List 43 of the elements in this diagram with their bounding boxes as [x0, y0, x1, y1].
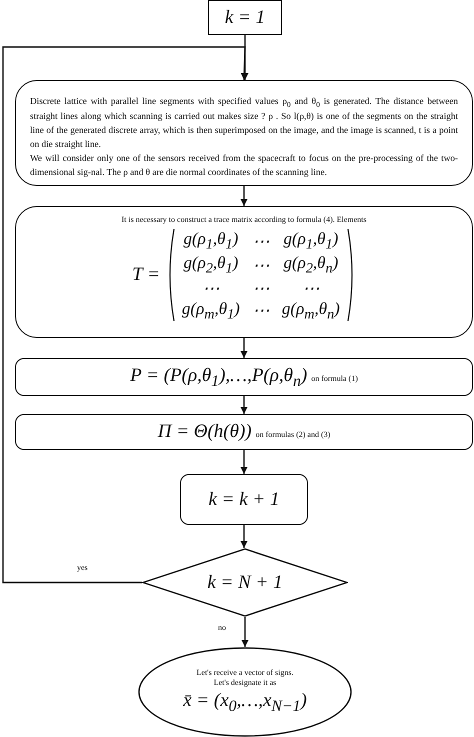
- paragraph: Discrete lattice with parallel line segments with specified values ρ$_{0}$ and θ$_{0}$ is generated. The distance between straight lines along which scanning is carried out makes size ? ρ . So l(ρ,θ) is one of the segments on the straight line of the generated discrete array, which is then superimposed on the image, and the image is scanned, t is a point on die straight line.: [30, 95, 458, 151]
- formula: x̄ = (x$_{0}$,…,x$_{N−1}$): [183, 690, 307, 716]
- formula-note: on formula (1): [311, 374, 358, 383]
- process-box: [208, 0, 282, 35]
- matrix-entry: g(ρ$_{2}$,θ$_{n}$): [284, 253, 338, 278]
- matrix-entry: ⋯: [252, 300, 270, 322]
- process-box: [15, 358, 473, 396]
- edge-label: no: [217, 623, 227, 632]
- process-box: [15, 80, 473, 186]
- formula: k = N + 1: [207, 572, 283, 594]
- process-box: [180, 474, 308, 525]
- arrow: [242, 35, 248, 80]
- matrix-entry: g(ρ$_{2}$,θ$_{1}$): [184, 253, 238, 278]
- matrix-entry: ⋯: [202, 278, 220, 299]
- node-text: Let's receive a vector of signs. Let's designate it as: [196, 668, 294, 688]
- decision-diamond: [142, 548, 348, 617]
- matrix-entry: g(ρ$_{1}$,θ$_{1}$): [184, 229, 238, 254]
- matrix-entry: g(ρ$_{m}$,θ$_{1}$): [182, 298, 240, 324]
- matrix-entry: ⋯: [252, 230, 270, 252]
- process-box: [15, 414, 473, 450]
- formula: k = k + 1: [208, 488, 280, 510]
- matrix-entry: ⋯: [252, 255, 270, 276]
- arrow: [240, 396, 248, 414]
- edge-label: yes: [76, 563, 89, 572]
- process-box: [15, 206, 473, 338]
- terminal-ellipse: [138, 647, 352, 737]
- heading: It is necessary to construct a trace matrix according to formula (4). Elements: [121, 215, 367, 224]
- paragraph: We will consider only one of the sensors received from the spacecraft to focus on the pre-processing of the two-dimensional sig-nal. The ρ and θ are die normal coordinates of the scanning line.: [30, 152, 458, 179]
- matrix-entry: g(ρ$_{1}$,θ$_{1}$): [284, 229, 338, 254]
- arrow: [2, 46, 248, 584]
- formula: Π = Θ(h(θ)): [158, 421, 252, 443]
- arrow: [240, 450, 248, 474]
- formula: T =: [132, 264, 160, 286]
- arrow: [240, 338, 248, 358]
- formula: k = 1: [224, 6, 266, 28]
- matrix-entry: g(ρ$_{m}$,θ$_{n}$): [282, 298, 340, 324]
- formula: P = (P(ρ,θ$_{1}$),…,P(ρ,θ$_{n}$): [130, 365, 308, 391]
- matrix-entry: ⋯: [302, 278, 320, 299]
- arrow: [242, 617, 248, 647]
- matrix-entry: ⋯: [252, 278, 270, 299]
- arrow: [240, 525, 248, 548]
- arrow: [240, 186, 248, 206]
- formula-note: on formulas (2) and (3): [256, 430, 330, 439]
